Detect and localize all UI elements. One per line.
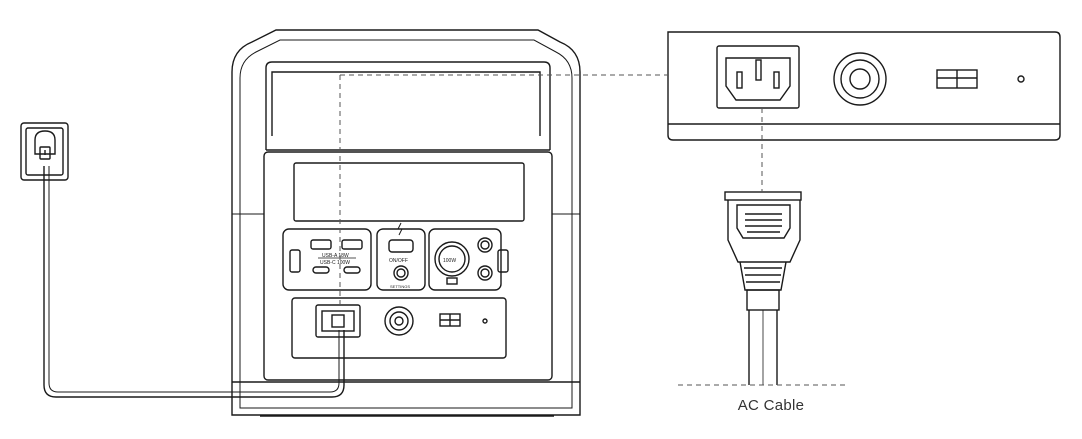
lightning-icon — [397, 222, 403, 236]
panel-zoom — [667, 31, 1061, 141]
usb-a-label: USB-A 18W — [322, 253, 349, 259]
power-cable — [43, 166, 345, 398]
on-off-label: ON/OFF — [389, 258, 408, 264]
dc-input-zoom-icon — [833, 52, 887, 106]
ac-output-label: 100W — [443, 258, 456, 264]
power-button-icon — [388, 239, 414, 253]
ac-inlet-zoom-icon — [716, 45, 800, 109]
ac-inlet-icon — [315, 304, 361, 338]
settings-label: SETTINGS — [390, 284, 410, 289]
dc-input-icon — [384, 306, 414, 336]
power-station-device — [231, 29, 581, 417]
ac-cable-label: AC Cable — [737, 397, 805, 414]
usb-c-label: USB-C 100W — [320, 260, 350, 266]
ac-plug-icon — [724, 191, 802, 385]
